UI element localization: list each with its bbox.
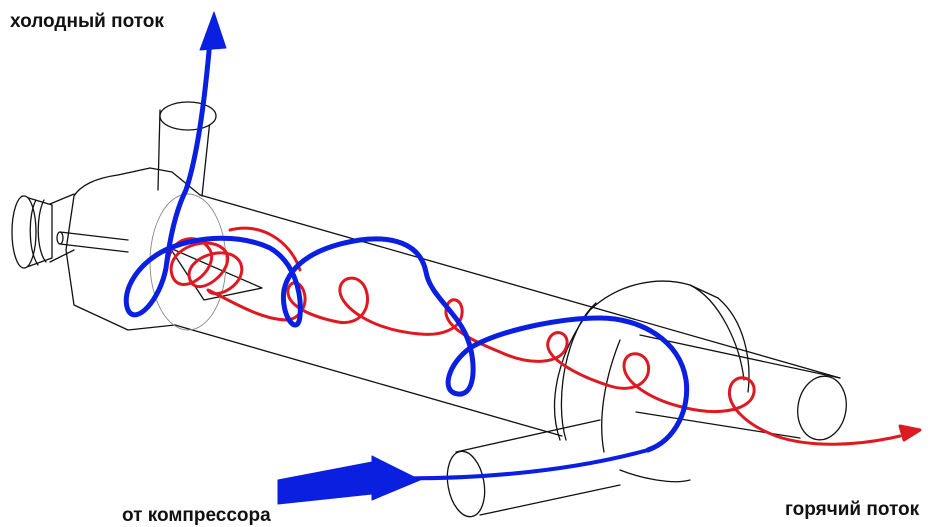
cold-outlet-arrowhead <box>199 11 227 51</box>
hot-flow-inner-loop <box>228 226 302 272</box>
from-compressor-label: от компрессора <box>122 505 271 526</box>
hot-flow-label: горячий поток <box>785 499 920 520</box>
compressor-inlet-pipe <box>446 419 621 518</box>
compressor-inlet-arrow <box>277 455 421 505</box>
cold-flow-path <box>123 37 690 453</box>
vortex-chamber <box>65 167 201 331</box>
cold-flow-from-compressor <box>378 448 650 481</box>
hot-end-cap <box>797 375 847 441</box>
diaphragm-cone <box>169 247 263 301</box>
end-knob <box>11 193 75 269</box>
hot-flow-arrowhead <box>898 424 922 442</box>
cold-flow-label: холодный поток <box>10 11 164 32</box>
control-rod <box>56 231 129 253</box>
inlet-collar <box>553 280 750 483</box>
main-tube <box>174 194 841 437</box>
hot-flow-path <box>166 237 902 446</box>
